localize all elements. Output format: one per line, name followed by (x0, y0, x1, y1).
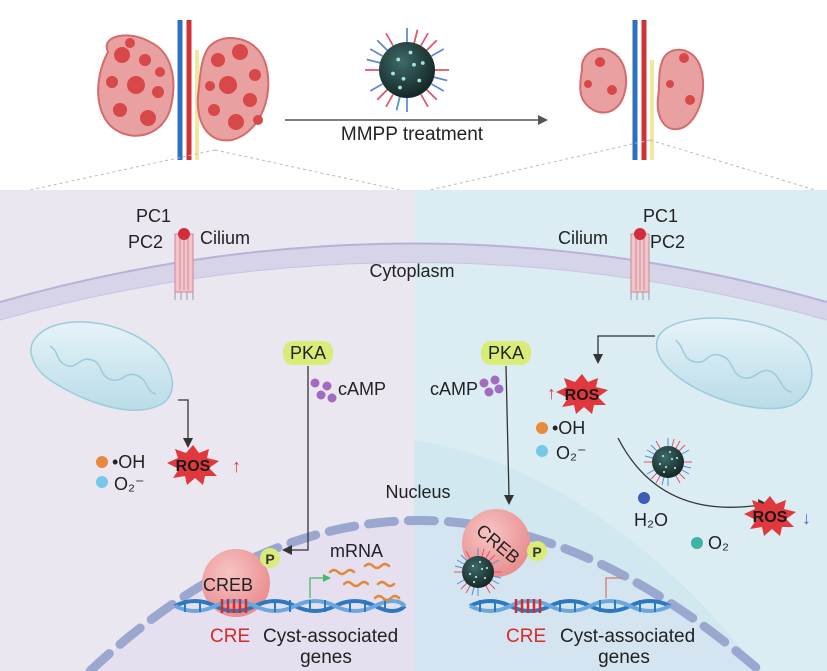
right-phospho-label: P (532, 544, 541, 560)
right-hydroxyl-dot (536, 422, 548, 434)
right-pc1-label: PC1 (643, 206, 678, 226)
right-cilium-label: Cilium (558, 228, 608, 248)
left-pka-pill (283, 341, 333, 365)
o2-product-label: O₂ (708, 533, 729, 553)
left-superoxide-dot (96, 476, 108, 488)
left-genes-label-line1: Cyst-associated (263, 626, 398, 647)
left-cell-untreated: PC1 PC2 Cilium •OH O₂⁻ ROS ↑ PKA cAMP CR… (30, 206, 407, 668)
right-pka-label: PKA (488, 343, 524, 363)
left-cre-label: CRE (210, 626, 250, 647)
right-cre-label: CRE (506, 626, 546, 647)
right-genes-label-line2: genes (598, 647, 650, 668)
left-mrna-label: mRNA (330, 541, 383, 561)
right-pc2-label: PC2 (650, 232, 685, 252)
polycystic-kidneys-illustration (97, 20, 270, 160)
left-cre-element (220, 599, 248, 613)
water-dot (638, 492, 650, 504)
bound-nanoparticle (453, 547, 503, 597)
scavenging-arrow (617, 437, 761, 508)
left-pc2-label: PC2 (128, 232, 163, 252)
left-hydroxyl-dot (96, 456, 108, 468)
nucleus-label: Nucleus (385, 482, 450, 502)
left-phospho-label: P (265, 551, 274, 567)
right-cre-element (514, 599, 542, 613)
healthy-kidneys-illustration (579, 20, 705, 160)
left-cilium-label: Cilium (200, 228, 250, 248)
oxygen-dot (691, 537, 703, 549)
right-ros-up-arrow: ↑ (547, 383, 556, 403)
left-o2-label: O₂⁻ (114, 474, 145, 494)
right-cilium-receptor (630, 227, 650, 301)
reduced-ros-label: ROS (753, 509, 788, 526)
right-o2-label: O₂⁻ (556, 443, 587, 463)
left-pc1-label: PC1 (136, 206, 171, 226)
right-mitochondrion (655, 317, 813, 410)
left-oh-label: •OH (112, 452, 145, 472)
right-camp-cluster (479, 375, 504, 397)
right-superoxide-dot (536, 445, 548, 457)
right-genes-label-line1: Cyst-associated (560, 626, 695, 647)
ros-down-arrow: ↓ (802, 508, 811, 528)
left-ros-up-arrow: ↑ (232, 456, 241, 476)
left-mitochondrion (30, 321, 174, 411)
treatment-label: MMPP treatment (341, 124, 484, 145)
left-creb-protein (202, 549, 270, 617)
right-scavenging-nanoparticle (643, 437, 693, 487)
left-transcription-arrow (309, 577, 325, 598)
cell-panels (0, 190, 827, 671)
header-section: MMPP treatment (29, 20, 816, 191)
right-oh-label: •OH (552, 418, 585, 438)
left-cilium-receptor (174, 227, 194, 301)
right-pka-pill (481, 341, 531, 365)
right-dna-helix (469, 599, 671, 613)
left-camp-cluster (310, 378, 337, 403)
left-mrna-strands (328, 562, 401, 602)
right-ros-label: ROS (565, 387, 600, 404)
cytoplasm-label: Cytoplasm (369, 261, 454, 281)
right-phospho-badge (527, 541, 547, 561)
left-phospho-badge (260, 548, 280, 568)
left-dna-helix (174, 599, 407, 613)
right-cell-treated: PC1 PC2 Cilium ↑ ROS •OH O₂⁻ H₂O O₂ ROS … (430, 206, 813, 668)
nuclear-envelope (85, 516, 765, 671)
h2o-label: H₂O (634, 510, 668, 530)
left-ros-label: ROS (176, 458, 211, 475)
left-pka-label: PKA (290, 343, 326, 363)
right-camp-label: cAMP (430, 379, 478, 399)
left-creb-label: CREB (203, 575, 253, 595)
right-blocked-transcription (605, 577, 622, 598)
left-camp-label: cAMP (338, 379, 386, 399)
mmpp-nanoparticle-icon (364, 27, 450, 113)
left-genes-label-line2: genes (300, 647, 352, 668)
